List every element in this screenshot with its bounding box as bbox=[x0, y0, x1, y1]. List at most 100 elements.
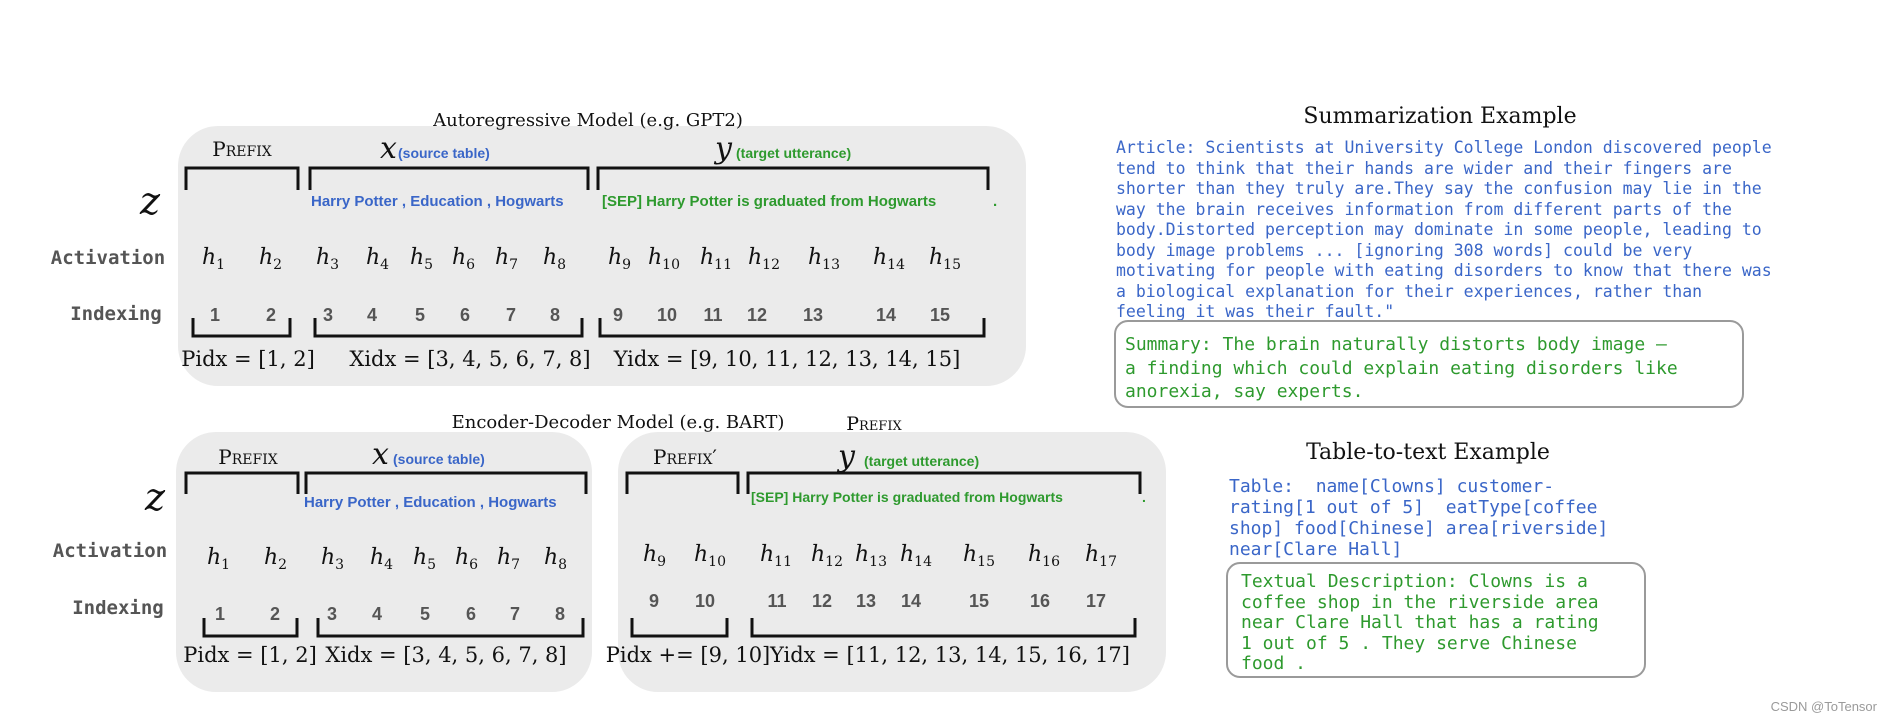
index-16: 16 bbox=[1030, 591, 1050, 611]
enc-xidx-bracket bbox=[316, 618, 585, 638]
encdec-indexing-label: Indexing bbox=[72, 597, 164, 619]
activation-h6: h6 bbox=[452, 245, 475, 273]
ar-yidx: Yidx = [9, 10, 11, 12, 13, 14, 15] bbox=[613, 347, 961, 371]
ar-prefix-bracket bbox=[184, 166, 300, 190]
dec-prefix-bracket bbox=[625, 471, 740, 494]
activation-h11: h11 bbox=[700, 245, 732, 273]
ar-activation-label: Activation bbox=[51, 247, 165, 269]
autoregressive-panel bbox=[178, 126, 1026, 386]
activation-h1: h1 bbox=[207, 545, 230, 573]
ar-y-var: y bbox=[713, 131, 733, 166]
watermark: CSDN @ToTensor bbox=[1770, 699, 1877, 714]
ar-y-bracket bbox=[596, 166, 990, 190]
index-15: 15 bbox=[969, 591, 989, 611]
dec-yidx: Yidx = [11, 12, 13, 14, 15, 16, 17] bbox=[769, 643, 1130, 667]
activation-h9: h9 bbox=[643, 542, 666, 570]
index-3: 3 bbox=[327, 604, 337, 624]
summary-text: Summary: The brain naturally distorts bo… bbox=[1125, 334, 1678, 402]
index-9: 9 bbox=[649, 591, 659, 611]
enc-pidx: Pidx = [1, 2] bbox=[183, 643, 317, 667]
dec-y-var: y bbox=[836, 439, 856, 474]
index-13: 13 bbox=[856, 591, 876, 611]
ar-z-var: z bbox=[139, 179, 161, 223]
index-12: 12 bbox=[812, 591, 832, 611]
index-8: 8 bbox=[555, 604, 565, 624]
activation-h14: h14 bbox=[873, 245, 905, 273]
ar-x-note: (source table) bbox=[398, 145, 490, 161]
ar-yidx-bracket bbox=[598, 318, 986, 338]
encdec-activation-label: Activation bbox=[53, 540, 167, 562]
index-15: 15 bbox=[930, 305, 950, 325]
ar-pidx-bracket bbox=[191, 318, 292, 338]
activation-h2: h2 bbox=[264, 545, 287, 573]
activation-h14: h14 bbox=[900, 542, 932, 570]
activation-h7: h7 bbox=[497, 545, 520, 573]
index-7: 7 bbox=[510, 604, 520, 624]
index-11: 11 bbox=[767, 591, 786, 611]
dec-y-note: (target utterance) bbox=[864, 453, 979, 469]
description-text: Textual Description: Clowns is a coffee … bbox=[1241, 571, 1599, 674]
encdec-prefix-heading: Prefix bbox=[846, 413, 902, 435]
ar-indexing-label: Indexing bbox=[70, 303, 162, 325]
index-12: 12 bbox=[747, 305, 767, 325]
table-to-text-title: Table-to-text Example bbox=[1306, 440, 1550, 465]
enc-xidx: Xidx = [3, 4, 5, 6, 7, 8] bbox=[325, 643, 566, 667]
encdec-title: Encoder-Decoder Model (e.g. BART) bbox=[452, 412, 785, 433]
index-5: 5 bbox=[415, 305, 425, 325]
activation-h5: h5 bbox=[410, 245, 433, 273]
summarization-article: Article: Scientists at University Colleg… bbox=[1116, 138, 1772, 321]
activation-h15: h15 bbox=[963, 542, 995, 570]
index-10: 10 bbox=[695, 591, 715, 611]
activation-h7: h7 bbox=[495, 245, 518, 273]
summary-box: Summary: The brain naturally distorts bo… bbox=[1114, 320, 1744, 408]
activation-h4: h4 bbox=[370, 545, 393, 573]
dec-pidx-bracket bbox=[630, 618, 729, 638]
activation-h13: h13 bbox=[808, 245, 840, 273]
ar-target-end-dot: . bbox=[993, 193, 997, 210]
ar-pidx: Pidx = [1, 2] bbox=[181, 347, 315, 371]
dec-y-bracket bbox=[746, 471, 1142, 494]
index-7: 7 bbox=[506, 305, 516, 325]
activation-h4: h4 bbox=[366, 245, 389, 273]
ar-target-tokens: [SEP] Harry Potter is graduated from Hog… bbox=[602, 193, 936, 210]
index-13: 13 bbox=[803, 305, 823, 325]
description-box: Textual Description: Clowns is a coffee … bbox=[1226, 562, 1646, 678]
activation-h3: h3 bbox=[321, 545, 344, 573]
ar-prefix-label: Prefix bbox=[212, 137, 271, 161]
index-9: 9 bbox=[613, 305, 623, 325]
activation-h5: h5 bbox=[413, 545, 436, 573]
activation-h12: h12 bbox=[748, 245, 780, 273]
enc-x-bracket bbox=[304, 471, 588, 494]
dec-target-end-dot: . bbox=[1142, 489, 1146, 505]
enc-pidx-bracket bbox=[202, 618, 299, 638]
dec-target-tokens: [SEP] Harry Potter is graduated from Hog… bbox=[751, 489, 1063, 505]
enc-x-note: (source table) bbox=[393, 451, 485, 467]
decoder-panel bbox=[618, 432, 1166, 692]
ar-xidx-bracket bbox=[313, 318, 584, 338]
activation-h9: h9 bbox=[608, 245, 631, 273]
activation-h8: h8 bbox=[544, 545, 567, 573]
activation-h15: h15 bbox=[929, 245, 961, 273]
index-17: 17 bbox=[1086, 591, 1106, 611]
activation-h11: h11 bbox=[760, 542, 792, 570]
ar-x-var: x bbox=[380, 131, 397, 166]
activation-h16: h16 bbox=[1028, 542, 1060, 570]
index-8: 8 bbox=[550, 305, 560, 325]
dec-prefix2-label: Prefix′ bbox=[653, 445, 717, 469]
activation-h13: h13 bbox=[855, 542, 887, 570]
activation-h1: h1 bbox=[202, 245, 225, 273]
encoder-panel bbox=[176, 432, 592, 692]
enc-prefix-bracket bbox=[184, 471, 300, 494]
index-11: 11 bbox=[703, 305, 722, 325]
index-6: 6 bbox=[466, 604, 476, 624]
activation-h2: h2 bbox=[259, 245, 282, 273]
autoregressive-title: Autoregressive Model (e.g. GPT2) bbox=[432, 110, 743, 131]
ar-y-note: (target utterance) bbox=[736, 145, 851, 161]
enc-source-tokens: Harry Potter , Education , Hogwarts bbox=[304, 494, 557, 511]
index-6: 6 bbox=[460, 305, 470, 325]
